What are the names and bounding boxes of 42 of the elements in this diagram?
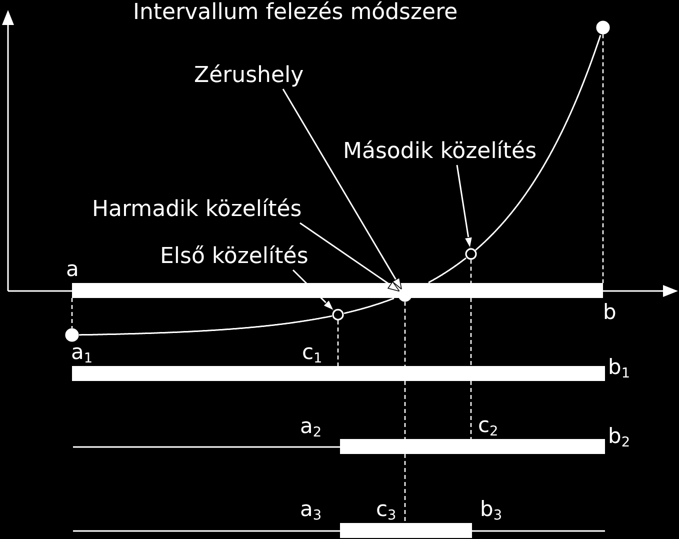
callout-label: Első közelítés: [160, 244, 308, 269]
interval-bar: [72, 283, 603, 298]
point-label: b$_{1}$: [608, 354, 630, 382]
projection-line: [470, 298, 472, 366]
function-curve: [344, 298, 394, 314]
point-label: a$_{2}$: [300, 413, 322, 440]
projection-line: [602, 34, 604, 283]
projection-line: [470, 260, 472, 283]
point-label: b: [603, 299, 616, 325]
projection-line: [404, 381, 406, 439]
point-label: c$_{1}$: [302, 339, 322, 366]
number-line-interval: [73, 439, 605, 454]
point-label: a$_{3}$: [300, 496, 322, 524]
function-curve: [475, 34, 602, 251]
leader-arrow: [456, 164, 473, 249]
diagram-title: Intervallum felezés módszere: [133, 0, 458, 25]
projection-line: [71, 298, 73, 328]
projection-line: [404, 302, 406, 366]
endpoint-dot: [596, 20, 610, 34]
approximation-point-marker: [465, 248, 477, 260]
number-line-interval: [73, 523, 605, 538]
function-curve: [78, 315, 332, 336]
callout-label: Második közelítés: [343, 139, 537, 164]
endpoint-dot: [65, 328, 79, 342]
approximation-point-marker: [332, 308, 344, 320]
callout-label: Harmadik közelítés: [92, 197, 302, 222]
projection-line: [404, 454, 406, 523]
leader-arrow: [292, 269, 334, 312]
function-curve: [428, 257, 466, 284]
point-label: a: [66, 256, 79, 282]
projection-line: [470, 381, 472, 439]
point-label: b$_{2}$: [608, 423, 630, 450]
interval-bar: [72, 366, 605, 381]
root-point-marker: [398, 288, 412, 302]
projection-line: [337, 320, 339, 366]
point-label: c$_{2}$: [478, 412, 498, 440]
leader-arrow: [282, 88, 402, 290]
callout-label: Zérushely: [194, 63, 304, 88]
point-label: c$_{3}$: [376, 496, 396, 524]
point-label: a$_{1}$: [71, 339, 93, 366]
point-label: b$_{3}$: [480, 496, 502, 524]
leader-arrow: [300, 222, 400, 292]
